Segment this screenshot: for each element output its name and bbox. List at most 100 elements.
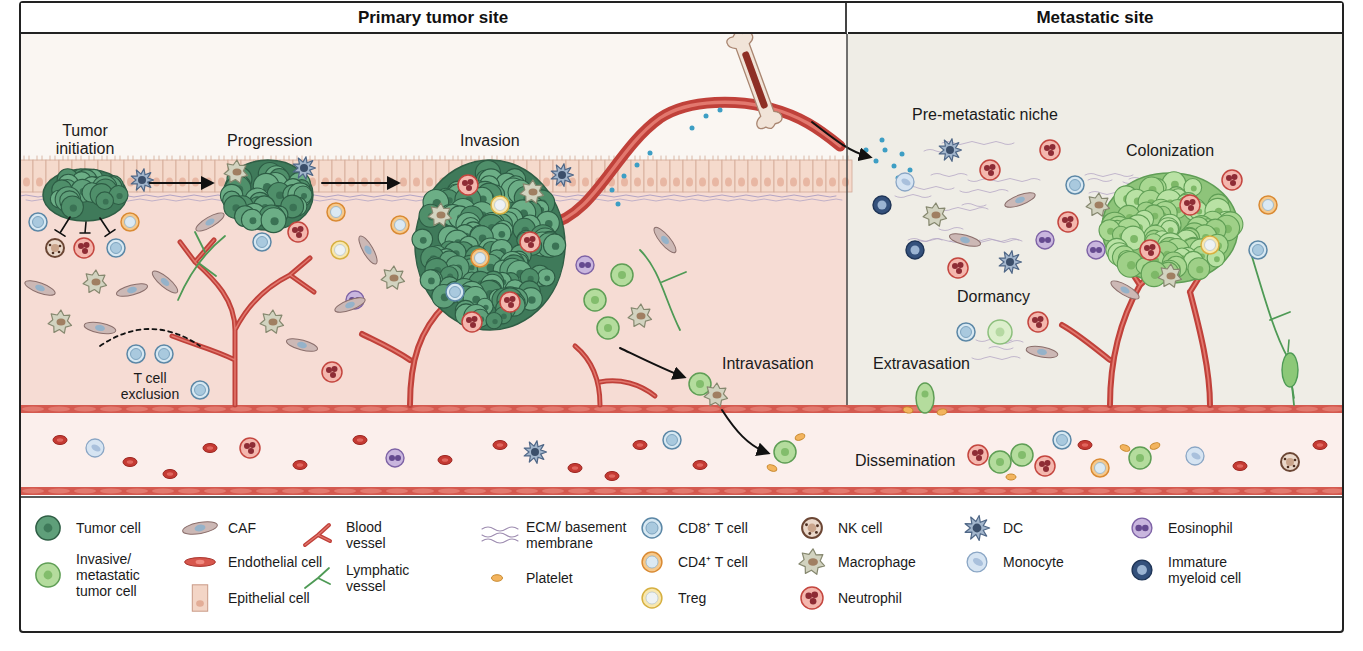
treg-cell xyxy=(491,196,509,214)
dendritic-cell xyxy=(524,441,546,464)
neutrophil xyxy=(805,593,812,600)
cd8-t-cell xyxy=(1249,241,1267,259)
endothelium xyxy=(620,488,642,493)
metastatic-tumor-cell xyxy=(1011,444,1033,466)
epithelium xyxy=(790,178,797,187)
legend-icons xyxy=(36,516,1152,612)
epithelium xyxy=(686,178,693,187)
cd8-t-cell xyxy=(33,217,44,228)
endothelium xyxy=(230,488,252,493)
red-blood-cell xyxy=(568,464,582,473)
endothelium xyxy=(386,406,408,411)
dendritic-cell xyxy=(558,171,566,179)
epithelium xyxy=(826,160,839,192)
legend-label: Monocyte xyxy=(1003,554,1064,570)
nk-cell xyxy=(815,531,818,534)
tumor-mass xyxy=(528,296,536,304)
neutrophil xyxy=(468,179,474,185)
epithelium xyxy=(189,160,202,192)
legend-label: CAF xyxy=(228,520,256,536)
endothelium xyxy=(1244,488,1266,493)
caf-cell xyxy=(285,336,318,354)
caf-cell xyxy=(296,341,307,349)
neutrophil xyxy=(1226,175,1232,181)
legend-label: NK cell xyxy=(838,520,882,536)
epithelium xyxy=(673,178,680,187)
metastatic-tumor-cell xyxy=(611,264,633,286)
neutrophil xyxy=(466,185,472,191)
macrophage xyxy=(437,212,446,219)
dendritic-cell xyxy=(524,441,546,464)
endothelium xyxy=(126,406,148,411)
epithelial-cell xyxy=(192,585,207,611)
platelet xyxy=(1149,441,1160,450)
nk-cell xyxy=(52,252,55,255)
epithelium xyxy=(644,160,657,192)
caf-cell xyxy=(356,234,381,267)
metastatic-tumor-mass xyxy=(1168,227,1174,233)
metastatic-tumor-cell xyxy=(989,451,1011,473)
macrophage xyxy=(83,270,106,293)
platelet xyxy=(1006,474,1016,480)
neutrophil xyxy=(84,242,90,248)
neutrophil xyxy=(1045,460,1051,466)
neutrophil xyxy=(956,268,962,274)
exosome-dots xyxy=(900,152,905,157)
epithelium xyxy=(163,160,176,192)
cd8-t-cell xyxy=(642,518,662,538)
metastatic-tumor-mass xyxy=(1214,256,1220,262)
ecm-fibers xyxy=(895,142,1040,243)
cd4-t-cell xyxy=(646,556,658,568)
nk-cell xyxy=(808,532,811,535)
cd8-t-cell xyxy=(1057,435,1068,446)
epithelium xyxy=(813,160,826,192)
red-blood-cell xyxy=(438,456,452,465)
caf-cell xyxy=(126,286,137,294)
red-blood-cell xyxy=(637,443,643,447)
neutrophil xyxy=(1058,212,1078,232)
neutrophil xyxy=(980,160,1000,180)
cells-layer xyxy=(20,28,1344,611)
tumor-mass xyxy=(543,234,565,256)
blood-vessel xyxy=(575,346,655,405)
flow-arrow xyxy=(620,348,684,377)
macrophage xyxy=(1158,264,1181,287)
epithelium xyxy=(36,178,43,187)
endothelium xyxy=(1270,488,1292,493)
metastatic-tumor-cell xyxy=(1129,447,1151,469)
eosinophil xyxy=(395,455,401,461)
epithelium xyxy=(634,178,641,187)
neutrophil xyxy=(508,302,514,308)
endothelium xyxy=(568,488,590,493)
endothelium xyxy=(1296,488,1318,493)
panel-header: Primary tumor site xyxy=(21,3,847,34)
red-blood-cell xyxy=(123,458,137,467)
nk-cell xyxy=(805,523,808,526)
epithelium xyxy=(332,160,345,192)
metastatic-tumor-mass xyxy=(1127,261,1136,270)
flow-arrow xyxy=(322,182,398,184)
caf-cell xyxy=(34,283,45,292)
macrophage xyxy=(48,310,71,333)
exosome-dots xyxy=(874,159,879,164)
tumor-mass xyxy=(116,193,122,199)
neutrophil xyxy=(500,292,520,312)
red-blood-cell xyxy=(572,466,578,470)
neutrophil xyxy=(462,180,468,186)
cd8-t-cell xyxy=(663,431,681,449)
metastatic-tumor-mass xyxy=(1099,172,1243,287)
macrophage xyxy=(628,304,651,327)
neutrophil xyxy=(952,263,958,269)
treg-cell xyxy=(1205,240,1216,251)
epithelium xyxy=(839,160,852,192)
legend-label: Macrophage xyxy=(838,554,916,570)
metastatic-tumor-cell xyxy=(1011,444,1033,466)
exosome-dots xyxy=(690,126,695,131)
macrophage xyxy=(713,392,722,399)
blood-vessel xyxy=(1062,262,1210,405)
red-blood-cell xyxy=(207,446,213,450)
endothelium xyxy=(126,488,148,493)
bone xyxy=(741,51,768,110)
endothelium xyxy=(776,406,798,411)
epithelium xyxy=(466,156,471,160)
